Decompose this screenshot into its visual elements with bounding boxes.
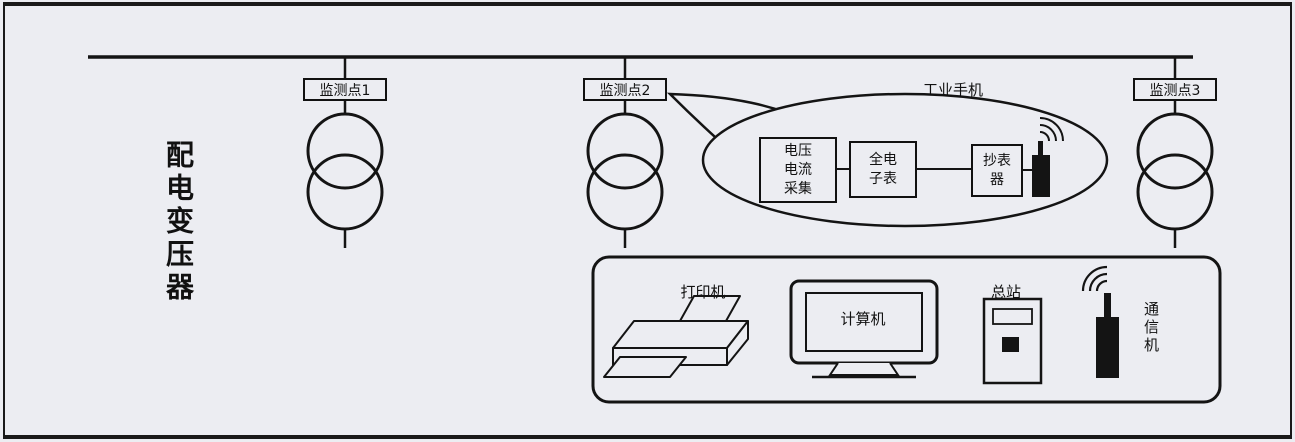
wireless-signal-icon: [1039, 117, 1064, 142]
communication-machine-label: 通信机: [1142, 301, 1160, 355]
monitor-point-1-label: 监测点1: [303, 78, 387, 101]
transformer-icon: [306, 57, 384, 248]
monitor-point-3-label: 监测点3: [1133, 78, 1217, 101]
handheld-antenna-icon: [1032, 141, 1050, 197]
electronic-meter-box: 全电 子表: [849, 141, 917, 198]
printer-icon: [603, 295, 749, 378]
transformer-icon: [1136, 57, 1214, 248]
monitor-point-2-label: 监测点2: [583, 78, 667, 101]
master-station-icon: [982, 297, 1043, 385]
wireless-signal-icon: [1081, 265, 1108, 292]
computer-label: 计算机: [840, 309, 886, 328]
distribution-transformer-label: 配电变压器: [162, 140, 195, 305]
station-enclosure: [591, 255, 1222, 404]
master-station-label: 总站: [990, 282, 1021, 301]
industrial-phone-label: 工业手机: [922, 80, 983, 99]
page-frame: [3, 2, 1292, 439]
meter-reader-box: 抄表 器: [971, 144, 1023, 197]
comm-antenna-icon: [1096, 293, 1119, 378]
voltage-current-collection-box: 电压 电流 采集: [759, 137, 837, 203]
computer-icon: [789, 279, 939, 379]
printer-label: 打印机: [680, 282, 726, 301]
